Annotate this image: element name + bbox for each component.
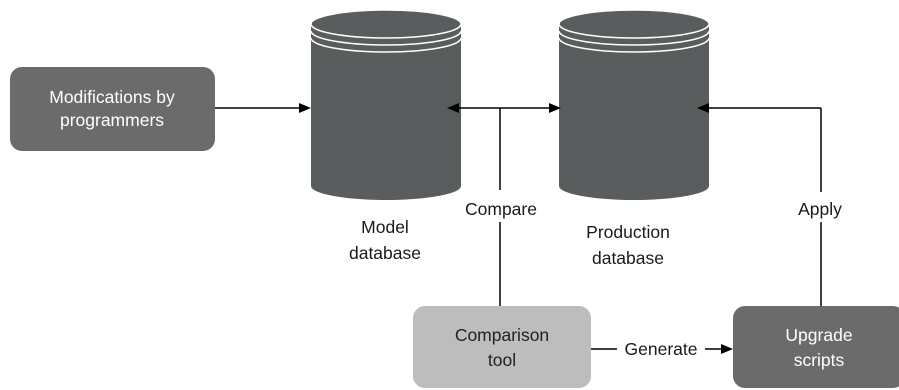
comparison-tool-label-line2: tool (488, 350, 516, 370)
model-database-cylinder (310, 9, 462, 200)
upgrade-scripts-label-line2: scripts (794, 350, 845, 370)
production-database-label-line2: database (592, 248, 664, 268)
compare-label: Compare (465, 199, 537, 219)
upgrade-scripts-box: Upgrade scripts (733, 306, 899, 388)
modifications-label-line2: programmers (60, 110, 164, 130)
modifications-label-line1: Modifications by (49, 87, 175, 107)
apply-connector (697, 103, 822, 306)
arrow-modifications-to-model (215, 103, 311, 113)
comparison-tool-box: Comparison tool (413, 306, 591, 388)
comparison-tool-label-line1: Comparison (455, 325, 549, 345)
generate-connector (591, 344, 733, 354)
compare-connector (447, 103, 561, 306)
model-database-label-line2: database (349, 243, 421, 263)
production-database-label-line1: Production (586, 222, 670, 242)
modifications-box: Modifications by programmers (10, 67, 215, 151)
apply-label: Apply (798, 199, 842, 219)
upgrade-scripts-label-line1: Upgrade (785, 325, 852, 345)
production-database-cylinder (558, 9, 710, 200)
generate-label: Generate (625, 339, 698, 359)
model-database-label-line1: Model (361, 217, 409, 237)
